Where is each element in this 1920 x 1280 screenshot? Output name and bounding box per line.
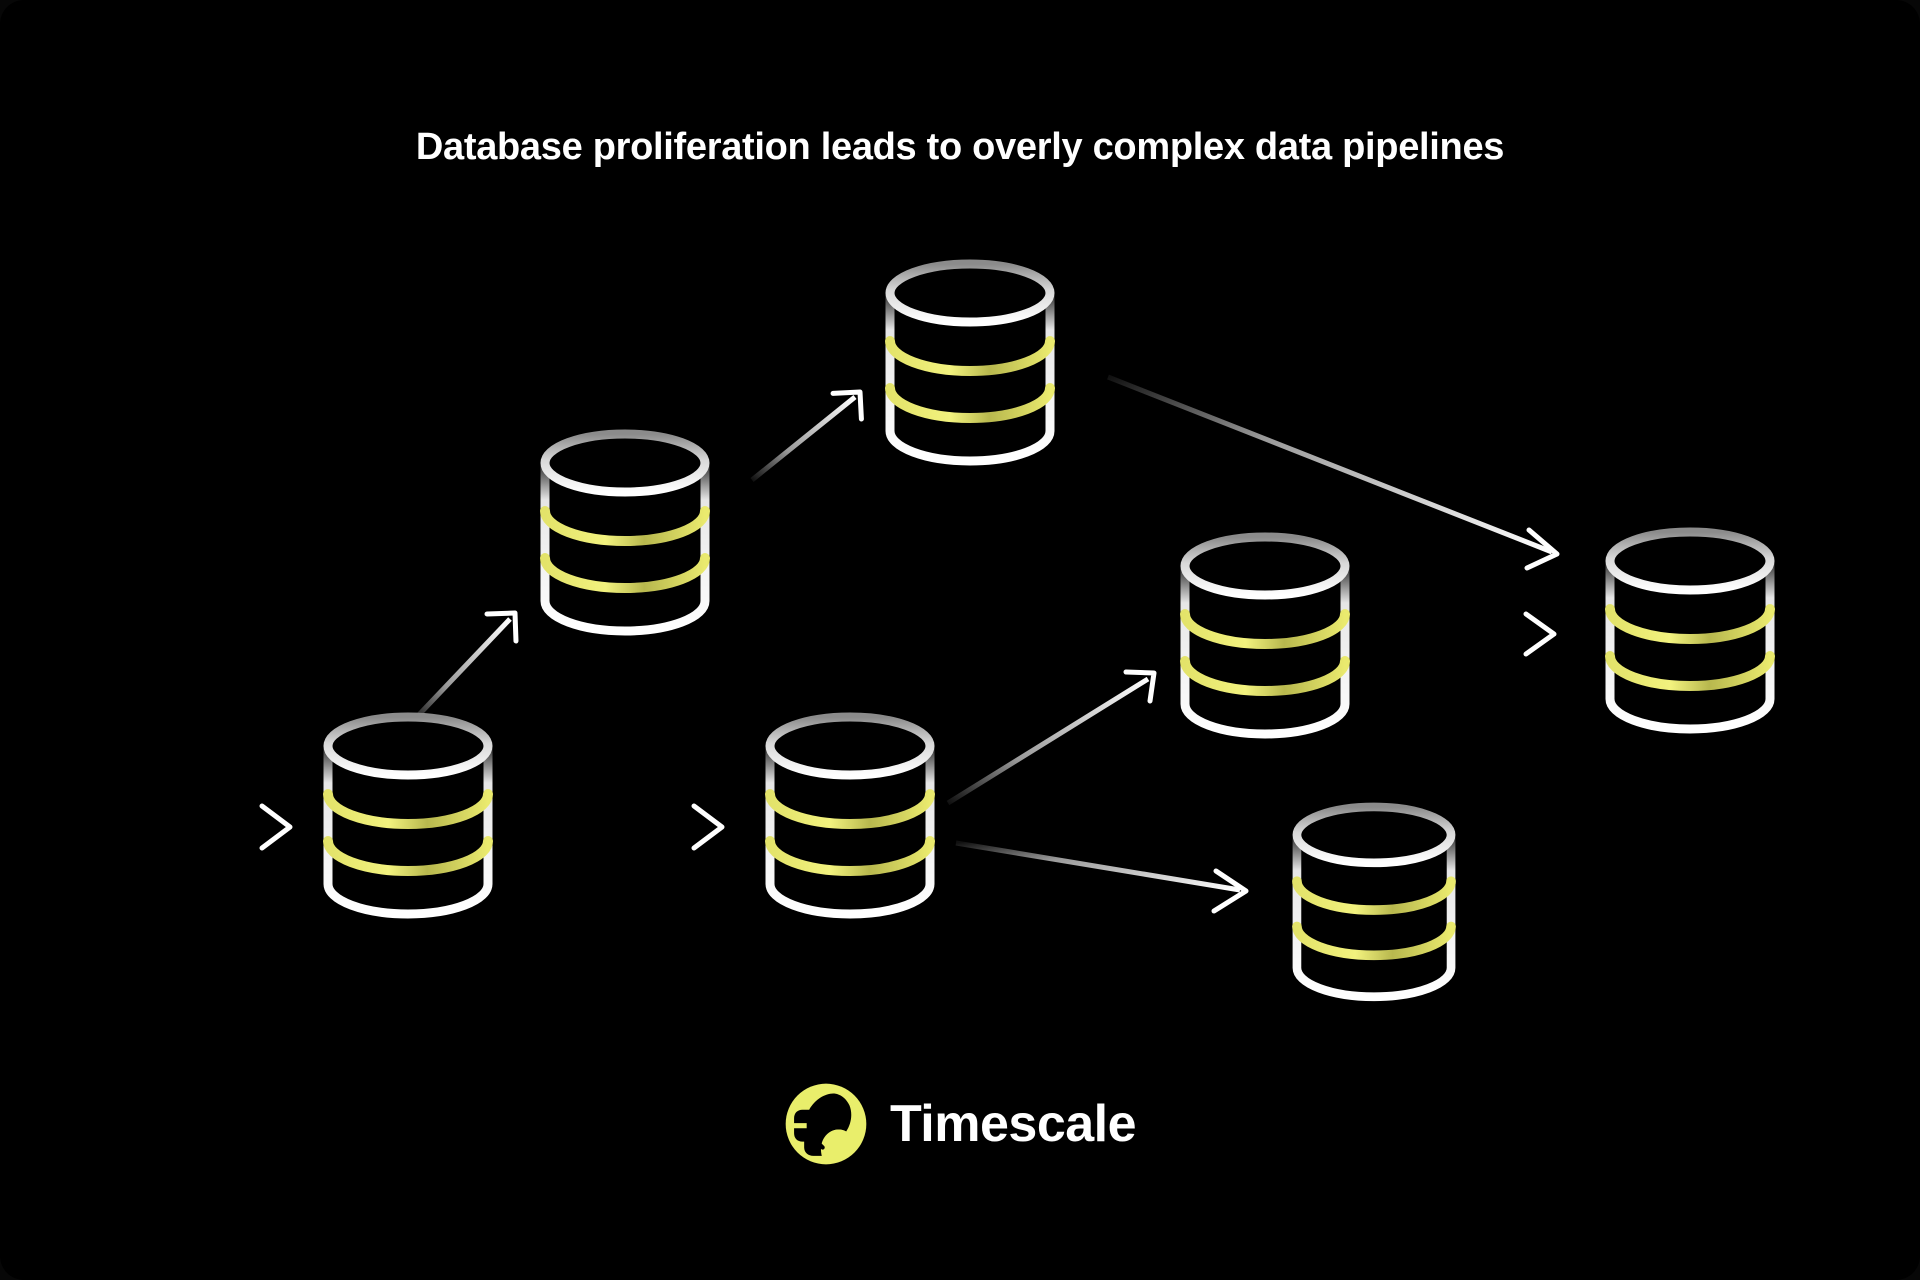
timescale-tiger-logo-icon — [785, 1083, 867, 1165]
arrow-upper-left-to-top — [750, 389, 864, 482]
database-node-sink[interactable] — [1610, 532, 1770, 729]
node-layer — [328, 264, 1770, 997]
database-node-right-lower[interactable] — [1297, 807, 1451, 997]
arrow-right-upper-to-sink — [1388, 611, 1557, 657]
brand-lockup: Timescale — [0, 1082, 1920, 1166]
database-node-middle[interactable] — [770, 717, 930, 914]
database-node-upper-left[interactable] — [545, 434, 705, 631]
arrow-source-to-upper-left — [410, 610, 519, 724]
brand-name: Timescale — [889, 1095, 1137, 1153]
database-node-top[interactable] — [890, 264, 1050, 461]
page-title: Database proliferation leads to overly c… — [415, 126, 1505, 168]
database-node-right-upper[interactable] — [1185, 537, 1345, 734]
arrow-input-to-source — [118, 803, 293, 851]
arrow-middle-to-right-upper — [946, 669, 1157, 806]
arrow-top-to-sink — [1107, 374, 1560, 571]
arrow-middle-to-right-lower — [955, 840, 1249, 914]
arrow-source-to-middle — [552, 803, 725, 851]
database-node-source[interactable] — [328, 717, 488, 914]
arrow-layer — [118, 374, 1560, 914]
